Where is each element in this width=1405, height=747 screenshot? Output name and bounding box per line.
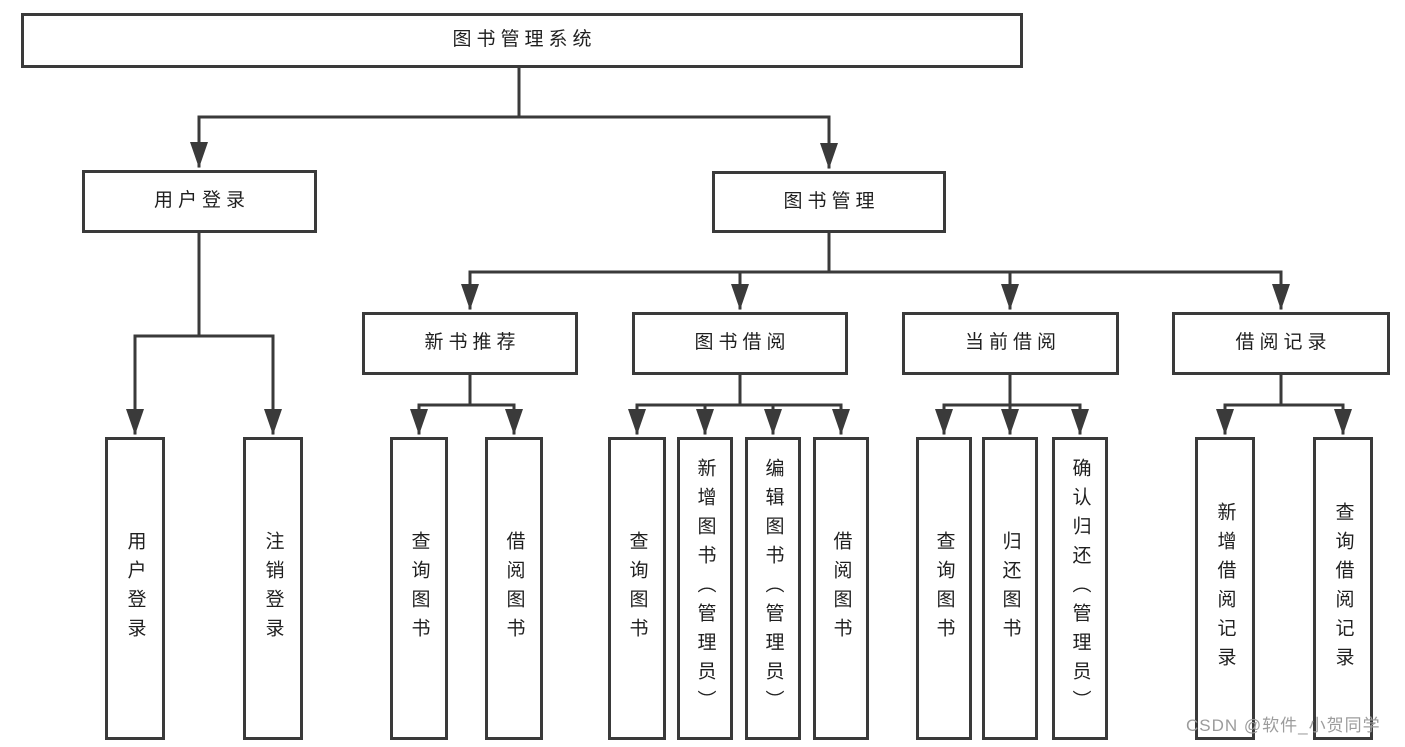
leaf-borrowing-query-label: 查询图书 — [626, 530, 648, 647]
node-borrow-records: 借阅记录 — [1172, 312, 1390, 375]
connector-root-to-level2 — [190, 66, 838, 169]
leaf-user-login: 用户登录 — [105, 437, 165, 740]
leaf-borrowing-query: 查询图书 — [608, 437, 666, 740]
node-current-borrowing: 当前借阅 — [902, 312, 1119, 375]
leaf-current-query-label: 查询图书 — [933, 530, 955, 647]
leaf-records-add: 新增借阅记录 — [1195, 437, 1255, 740]
leaf-borrowing-borrow: 借阅图书 — [813, 437, 869, 740]
leaf-current-return-label: 归还图书 — [999, 530, 1021, 647]
connector-borrow-records-to-leaves — [1216, 373, 1352, 435]
csdn-watermark: CSDN @软件_小贺同学 — [1186, 716, 1381, 735]
leaf-borrowing-borrow-label: 借阅图书 — [830, 530, 852, 647]
node-root-label: 图书管理系统 — [452, 29, 597, 51]
leaf-records-query-label: 查询借阅记录 — [1332, 501, 1354, 676]
node-book-borrowing: 图书借阅 — [632, 312, 848, 375]
leaf-borrowing-edit-admin: 编辑图书（管理员） — [745, 437, 801, 740]
node-user-login: 用户登录 — [82, 170, 317, 233]
leaf-records-query: 查询借阅记录 — [1313, 437, 1373, 740]
connector-new-books-to-leaves — [410, 373, 523, 435]
node-current-borrowing-label: 当前借阅 — [964, 332, 1061, 354]
leaf-borrowing-add-admin: 新增图书（管理员） — [677, 437, 733, 740]
leaf-current-confirm-return-admin: 确认归还（管理员） — [1052, 437, 1108, 740]
leaf-new-books-query-label: 查询图书 — [408, 530, 430, 647]
leaf-new-books-borrow: 借阅图书 — [485, 437, 543, 740]
node-new-books: 新书推荐 — [362, 312, 578, 375]
node-new-books-label: 新书推荐 — [424, 332, 521, 354]
leaf-borrowing-edit-admin-label: 编辑图书（管理员） — [762, 458, 784, 719]
node-book-management-label: 图书管理 — [783, 190, 880, 212]
leaf-current-query: 查询图书 — [916, 437, 972, 740]
leaf-logout: 注销登录 — [243, 437, 303, 740]
node-borrow-records-label: 借阅记录 — [1235, 332, 1332, 354]
node-book-borrowing-label: 图书借阅 — [694, 332, 791, 354]
connector-user-login-to-leaves — [126, 231, 282, 435]
leaf-current-confirm-return-admin-label: 确认归还（管理员） — [1069, 458, 1091, 719]
node-user-login-label: 用户登录 — [153, 190, 250, 212]
connector-current-borrowing-to-leaves — [935, 373, 1089, 435]
node-root: 图书管理系统 — [21, 13, 1023, 68]
connector-book-management-to-level3 — [461, 231, 1290, 310]
leaf-new-books-borrow-label: 借阅图书 — [503, 530, 525, 647]
leaf-borrowing-add-admin-label: 新增图书（管理员） — [694, 458, 716, 719]
node-book-management: 图书管理 — [712, 171, 946, 233]
connector-book-borrowing-to-leaves — [628, 373, 850, 435]
leaf-records-add-label: 新增借阅记录 — [1214, 501, 1236, 676]
leaf-logout-label: 注销登录 — [262, 530, 284, 647]
leaf-user-login-label: 用户登录 — [124, 530, 146, 647]
leaf-current-return: 归还图书 — [982, 437, 1038, 740]
leaf-new-books-query: 查询图书 — [390, 437, 448, 740]
